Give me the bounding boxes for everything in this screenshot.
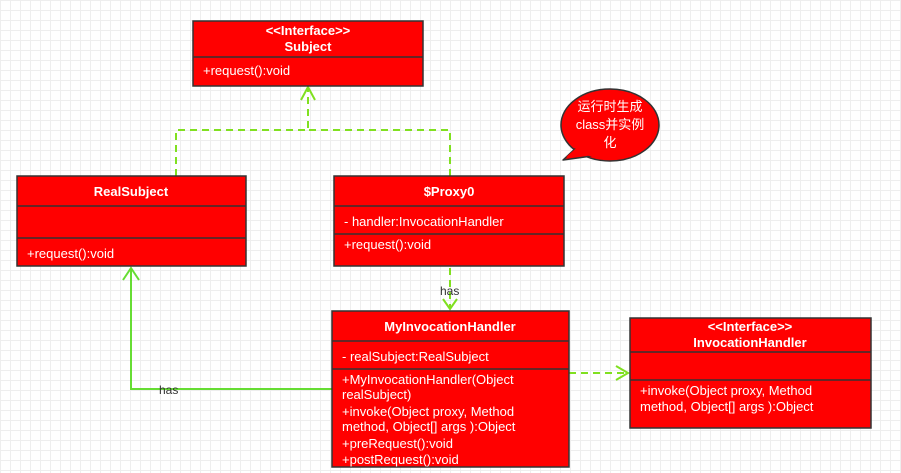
handler-has-realsubject-arrowhead bbox=[122, 266, 140, 281]
subject-name: Subject bbox=[285, 39, 333, 54]
subject-stereotype: <<Interface>> bbox=[266, 23, 351, 38]
proxy-field: - handler:InvocationHandler bbox=[344, 214, 504, 229]
myinvocationhandler-method-line: realSubject) bbox=[342, 387, 411, 402]
invocationhandler-realization-arrowhead bbox=[615, 365, 630, 381]
invocationhandler-name: InvocationHandler bbox=[693, 335, 806, 350]
myinvocationhandler-method-line: +invoke(Object proxy, Method bbox=[342, 404, 514, 419]
note-line: 运行时生成 bbox=[577, 99, 642, 114]
realsubject-class[interactable]: RealSubject +request():void bbox=[16, 175, 247, 267]
realsubject-name: RealSubject bbox=[94, 184, 169, 199]
proxy-method: +request():void bbox=[344, 237, 431, 252]
myinvocationhandler-method-line: +preRequest():void bbox=[342, 436, 453, 451]
subject-class[interactable]: <<Interface>> Subject +request():void bbox=[192, 20, 424, 87]
proxy-has-handler-label: has bbox=[440, 284, 459, 298]
handler-has-realsubject-line bbox=[130, 268, 332, 390]
proxy-has-handler-arrowhead bbox=[442, 298, 458, 311]
note-line: class并实例 bbox=[576, 117, 645, 132]
myinvocationhandler-method-line: method, Object[] args ):Object bbox=[342, 419, 516, 434]
myinvocationhandler-field: - realSubject:RealSubject bbox=[342, 349, 489, 364]
handler-has-realsubject-label: has bbox=[159, 383, 178, 397]
runtime-note-bubble[interactable]: 运行时生成 class并实例 化 bbox=[560, 88, 660, 162]
myinvocationhandler-method-line: +MyInvocationHandler(Object bbox=[342, 372, 514, 387]
myinvocationhandler-method-line: +postRequest():void bbox=[342, 452, 459, 467]
proxy-realizes-subject-line bbox=[308, 129, 451, 176]
invocationhandler-class[interactable]: <<Interface>> InvocationHandler +invoke(… bbox=[629, 317, 872, 429]
note-line: 化 bbox=[603, 135, 616, 150]
invocationhandler-method-line: +invoke(Object proxy, Method bbox=[640, 383, 812, 398]
realsubject-method: +request():void bbox=[27, 246, 114, 261]
realsubject-realizes-subject-line bbox=[175, 88, 309, 176]
invocationhandler-stereotype: <<Interface>> bbox=[708, 319, 793, 334]
proxy-class[interactable]: $Proxy0 - handler:InvocationHandler +req… bbox=[333, 175, 565, 267]
subject-realization-arrowhead bbox=[300, 84, 316, 101]
invocationhandler-method-line: method, Object[] args ):Object bbox=[640, 399, 814, 414]
subject-method: +request():void bbox=[203, 63, 290, 78]
myinvocationhandler-class[interactable]: MyInvocationHandler - realSubject:RealSu… bbox=[331, 310, 570, 468]
proxy-name: $Proxy0 bbox=[424, 184, 475, 199]
myinvocationhandler-name: MyInvocationHandler bbox=[384, 319, 515, 334]
